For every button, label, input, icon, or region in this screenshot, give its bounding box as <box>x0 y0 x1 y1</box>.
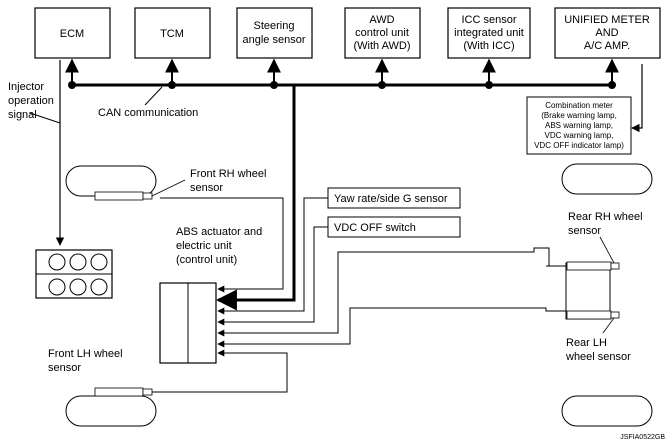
abs-unit-label-line2: electric unit <box>176 240 232 252</box>
injector-label-line3: signal <box>8 109 37 121</box>
abs-actuator-unit: ABS actuator and electric unit (control … <box>159 226 262 364</box>
combination-meter-box: Combination meter (Brake warning lamp, A… <box>526 64 643 155</box>
rear-rh-sensor-line1: Rear RH wheel <box>568 211 643 223</box>
front-lh-signal-line <box>152 349 288 393</box>
injector-label-line2: operation <box>8 95 54 107</box>
vdc-off-switch-label: VDC OFF switch <box>334 222 416 234</box>
combination-meter-line4: VDC warning lamp, <box>545 131 614 140</box>
rear-lh-signal-line <box>217 307 566 348</box>
steering-label-line2: angle sensor <box>243 34 306 46</box>
yaw-rate-signal-line <box>217 197 328 315</box>
front-lh-sensor-line1: Front LH wheel <box>48 348 123 360</box>
front-lh-wheel <box>65 387 157 427</box>
combination-meter-line1: Combination meter <box>545 101 613 110</box>
rear-axle <box>565 236 620 334</box>
front-rh-sensor-line2: sensor <box>190 182 223 194</box>
injector-label-leader <box>29 112 61 124</box>
ecm-box: ECM <box>34 7 111 59</box>
yaw-rate-sensor-label: Yaw rate/side G sensor <box>334 193 448 205</box>
rear-rh-signal-line <box>217 247 550 337</box>
injector-signal: Injector operation signal <box>8 60 65 246</box>
abs-unit-label-line3: (control unit) <box>176 254 237 266</box>
meter-label-line1: UNIFIED METER <box>564 14 650 26</box>
can-label-leader <box>144 86 163 106</box>
front-lh-sensor-line2: sensor <box>48 362 81 374</box>
combination-meter-line3: ABS warning lamp, <box>545 121 613 130</box>
yaw-rate-sensor-box: Yaw rate/side G sensor <box>327 187 461 209</box>
combination-meter-line2: (Brake warning lamp, <box>541 111 617 120</box>
icc-label-line3: (With ICC) <box>463 40 514 52</box>
rear-rh-sensor-line2: sensor <box>568 225 601 237</box>
front-rh-sensor-line1: Front RH wheel <box>190 168 266 180</box>
icc-sensor-unit-box: ICC sensor integrated unit (With ICC) <box>447 7 531 59</box>
tcm-box: TCM <box>134 7 211 59</box>
meter-label-line2: AND <box>595 27 618 39</box>
vdc-switch-signal-line <box>217 226 328 326</box>
icc-label-line1: ICC sensor <box>461 14 516 26</box>
can-communication-label: CAN communication <box>98 107 198 119</box>
abs-unit-label-line1: ABS actuator and <box>176 226 262 238</box>
abs-input-lines <box>152 197 566 393</box>
steering-angle-sensor-box: Steering angle sensor <box>236 7 313 59</box>
rear-lh-wheel <box>561 395 653 427</box>
awd-label-line1: AWD <box>369 14 394 26</box>
vdc-off-switch-box: VDC OFF switch <box>327 216 461 238</box>
figure-id: JSFIA0522GB <box>620 434 665 441</box>
injector-label-line1: Injector <box>8 81 44 93</box>
ecm-label: ECM <box>60 28 84 40</box>
rear-rh-wheel <box>561 163 653 195</box>
awd-control-unit-box: AWD control unit (With AWD) <box>344 7 421 59</box>
front-rh-wheel <box>65 165 186 201</box>
awd-label-line3: (With AWD) <box>353 40 410 52</box>
engine-icon <box>35 249 113 299</box>
meter-to-combination-line <box>631 64 643 133</box>
meter-label-line3: A/C AMP. <box>584 40 630 52</box>
combination-meter-line5: VDC OFF indicator lamp) <box>534 141 624 150</box>
rear-lh-sensor-line2: wheel sensor <box>565 351 631 363</box>
front-rh-signal-line <box>160 197 284 293</box>
can-line-to-abs <box>215 85 296 311</box>
steering-label-line1: Steering <box>254 20 295 32</box>
icc-label-line2: integrated unit <box>454 27 524 39</box>
unified-meter-box: UNIFIED METER AND A/C AMP. <box>554 7 661 59</box>
rear-lh-sensor-line1: Rear LH <box>566 337 607 349</box>
can-connections <box>65 58 619 85</box>
awd-label-line2: control unit <box>355 27 409 39</box>
can-bus: CAN communication <box>65 58 619 311</box>
tcm-label: TCM <box>160 28 184 40</box>
